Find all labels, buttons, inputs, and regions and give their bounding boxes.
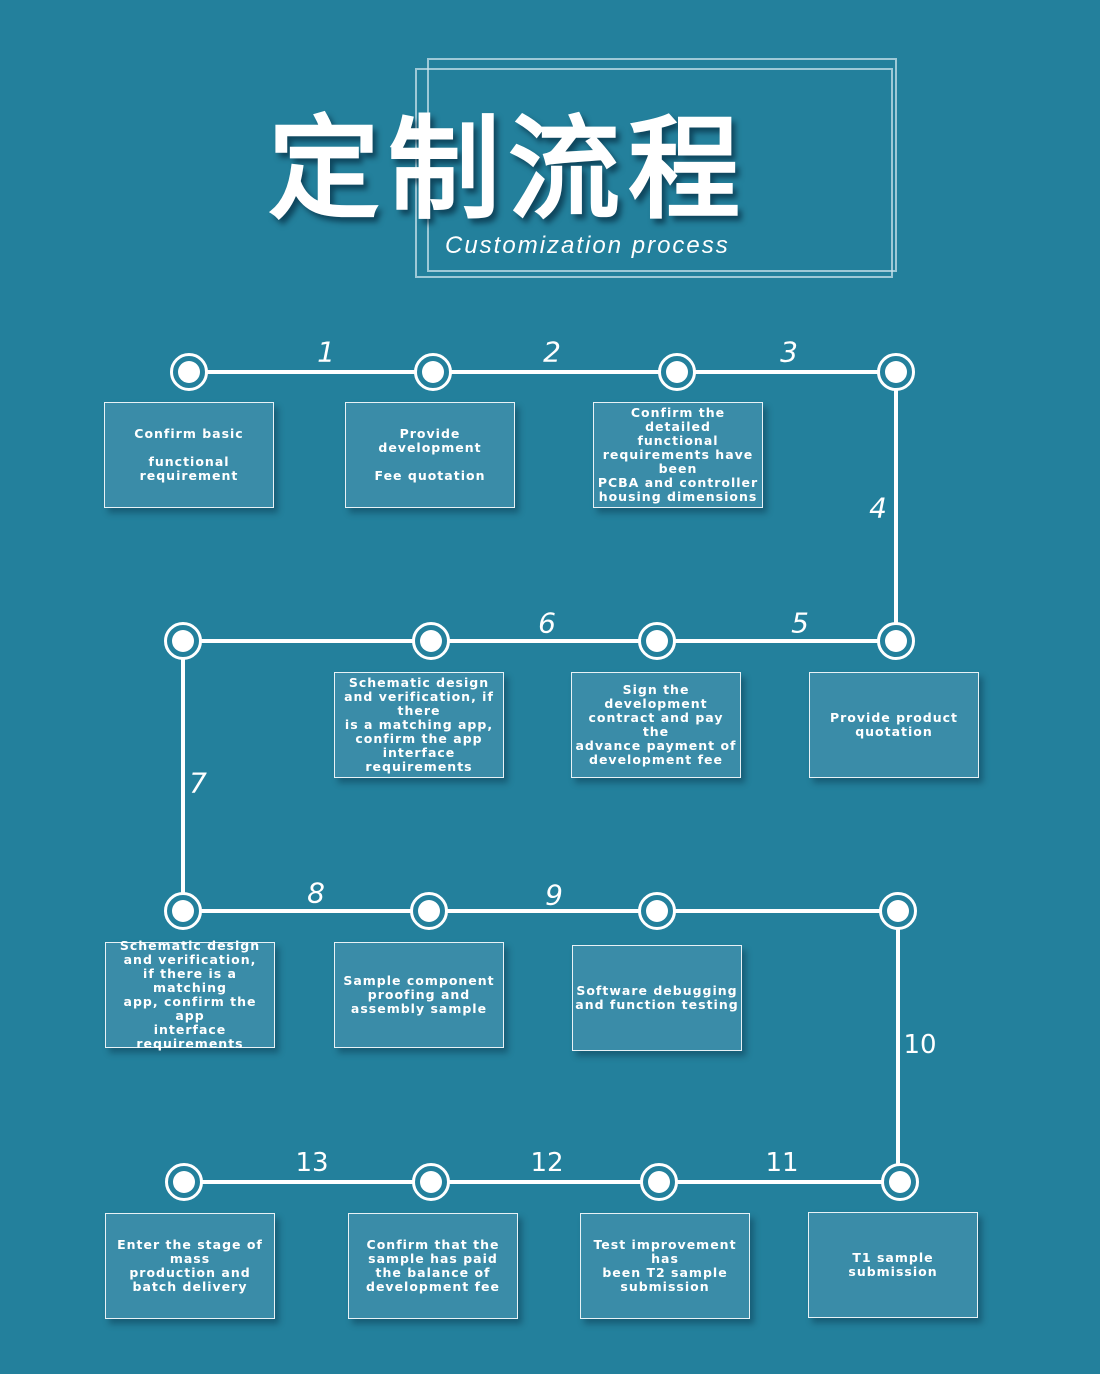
step-number: 11 xyxy=(765,1148,799,1178)
step-number: 4 xyxy=(869,491,887,525)
connector-line xyxy=(894,372,898,641)
connector-line xyxy=(181,641,185,911)
step-node-icon xyxy=(412,1163,450,1201)
step-number: 2 xyxy=(543,335,561,369)
title-frame-outer xyxy=(415,68,893,278)
step-box: Provide product quotation xyxy=(809,672,979,778)
step-box: Enter the stage of mass production and b… xyxy=(105,1213,275,1319)
step-box: Schematic design and verification, if th… xyxy=(105,939,275,1051)
step-box: Software debugging and function testing xyxy=(572,945,742,1051)
step-node-icon xyxy=(638,892,676,930)
step-box: Schematic design and verification, if th… xyxy=(334,672,504,778)
step-node-icon xyxy=(164,622,202,660)
step-node-icon xyxy=(170,353,208,391)
step-box: Provide development Fee quotation xyxy=(345,402,515,508)
step-number: 1 xyxy=(317,335,335,369)
step-box: Test improvement has been T2 sample subm… xyxy=(580,1213,750,1319)
step-number: 12 xyxy=(530,1148,564,1178)
step-node-icon xyxy=(877,353,915,391)
step-node-icon xyxy=(879,892,917,930)
step-number: 5 xyxy=(791,606,809,640)
step-box: Sample component proofing and assembly s… xyxy=(334,942,504,1048)
step-number: 7 xyxy=(189,766,207,800)
page-title: 定制流程 xyxy=(268,105,748,235)
connector-line xyxy=(189,370,896,374)
step-node-icon xyxy=(658,353,696,391)
step-node-icon xyxy=(414,353,452,391)
step-box: Confirm basic functional requirement xyxy=(104,402,274,508)
step-node-icon xyxy=(165,1163,203,1201)
step-node-icon xyxy=(638,622,676,660)
step-number: 8 xyxy=(307,876,325,910)
connector-line xyxy=(183,639,896,643)
step-box: Sign the development contract and pay th… xyxy=(571,672,741,778)
connector-line xyxy=(183,909,898,913)
step-number: 3 xyxy=(780,335,798,369)
step-number: 9 xyxy=(545,878,563,912)
step-node-icon xyxy=(877,622,915,660)
connector-line xyxy=(896,911,900,1182)
step-node-icon xyxy=(640,1163,678,1201)
step-number: 6 xyxy=(538,606,556,640)
step-box: T1 sample submission xyxy=(808,1212,978,1318)
step-node-icon xyxy=(881,1163,919,1201)
step-box: Confirm the detailed functional requirem… xyxy=(593,402,763,508)
step-node-icon xyxy=(164,892,202,930)
title-frame-inner xyxy=(427,58,897,272)
connector-line xyxy=(184,1180,900,1184)
step-node-icon xyxy=(412,622,450,660)
step-number: 13 xyxy=(295,1148,329,1178)
step-number: 10 xyxy=(903,1030,937,1060)
step-box: Confirm that the sample has paid the bal… xyxy=(348,1213,518,1319)
step-node-icon xyxy=(410,892,448,930)
page-subtitle: Customization process xyxy=(445,232,730,259)
